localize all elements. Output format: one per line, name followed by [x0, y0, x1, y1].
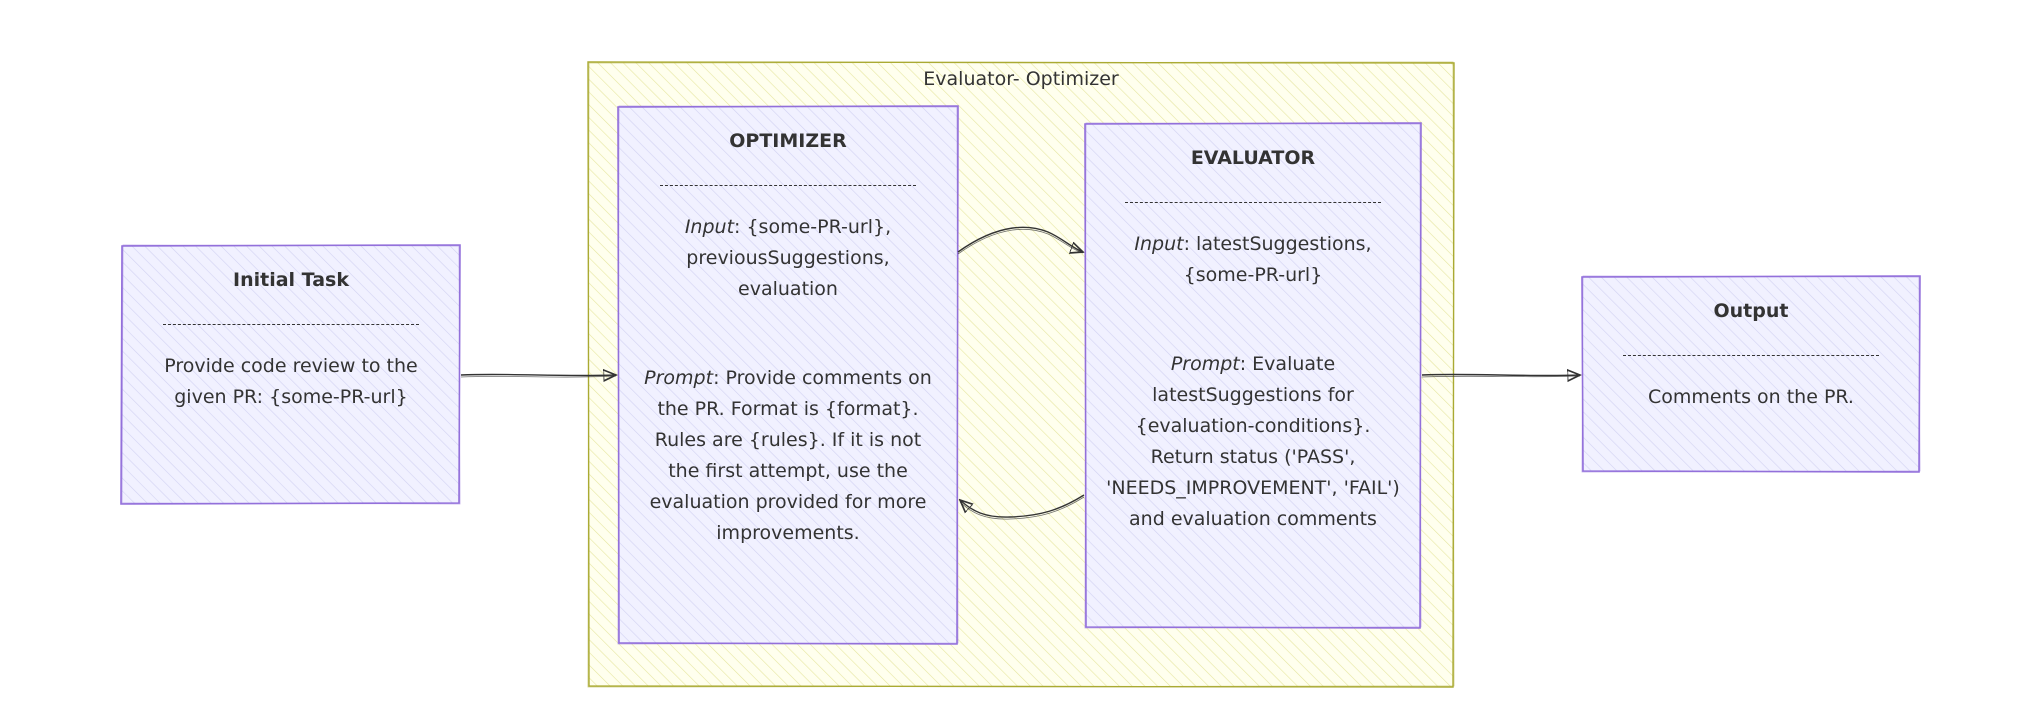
- edge-evaluator-to-optimizer: [960, 494, 1085, 520]
- prompt-text: : Provide comments on the PR. Format is …: [649, 367, 932, 544]
- edge-optimizer-to-evaluator: [957, 226, 1083, 255]
- cluster-title: Evaluator- Optimizer: [923, 68, 1119, 90]
- prompt-text: : Evaluate latestSuggestions for {evalua…: [1106, 353, 1400, 530]
- node-title: OPTIMIZER: [729, 130, 847, 152]
- node-output-shape: [1581, 275, 1921, 473]
- node-divider: [163, 324, 419, 325]
- cluster-evaluator-optimizer-label-area: Evaluator- Optimizer: [588, 62, 1454, 687]
- node-input: Input: {some-PR-url}, previousSuggestion…: [638, 212, 938, 305]
- input-text: : {some-PR-url}, previousSuggestions, ev…: [686, 216, 892, 300]
- node-evaluator-shape: [1084, 122, 1422, 629]
- node-title: EVALUATOR: [1190, 147, 1316, 169]
- node-title: Initial Task: [233, 269, 349, 291]
- node-optimizer: OPTIMIZER Input: {some-PR-url}, previous…: [618, 106, 958, 644]
- edge-evaluator-to-output: [1421, 374, 1580, 377]
- node-title: Output: [1713, 300, 1789, 322]
- node-prompt: Prompt: Provide comments on the PR. Form…: [638, 363, 938, 549]
- node-body: Comments on the PR.: [1648, 386, 1854, 408]
- node-divider: [1125, 202, 1381, 203]
- node-body: Provide code review to the given PR: {so…: [164, 355, 418, 408]
- node-initial-task: Initial Task Provide code review to the …: [122, 245, 460, 504]
- input-text: : latestSuggestions, {some-PR-url}: [1183, 233, 1372, 286]
- node-input: Input: latestSuggestions, {some-PR-url}: [1105, 229, 1401, 291]
- prompt-label: Prompt: [644, 367, 714, 389]
- input-label: Input: [1134, 233, 1184, 255]
- node-optimizer-shape: [617, 105, 959, 645]
- node-prompt: Prompt: Evaluate latestSuggestions for {…: [1105, 349, 1401, 535]
- node-output: Output Comments on the PR.: [1582, 276, 1920, 472]
- edge-initial-to-optimizer: [460, 374, 616, 377]
- input-label: Input: [684, 216, 735, 238]
- node-divider: [660, 185, 916, 186]
- node-evaluator: EVALUATOR Input: latestSuggestions, {som…: [1085, 123, 1421, 628]
- prompt-label: Prompt: [1170, 353, 1240, 375]
- node-divider: [1623, 355, 1879, 356]
- node-initial-task-shape: [120, 244, 461, 505]
